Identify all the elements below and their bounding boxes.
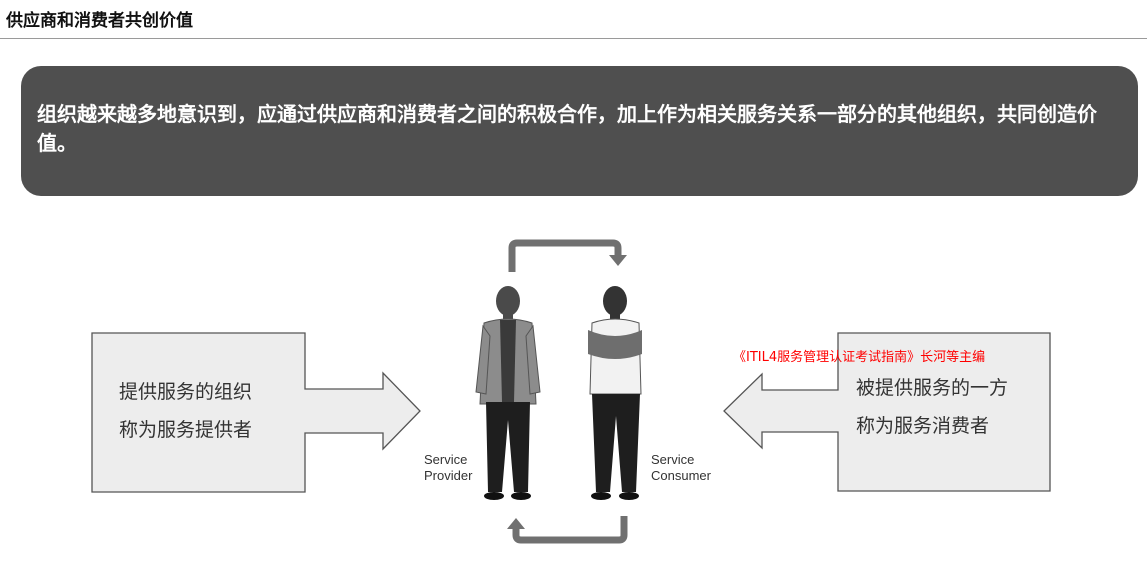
service-consumer-label-line2: Consumer: [651, 468, 711, 483]
consumer-box-line2: 称为服务消费者: [856, 415, 990, 437]
banner-text: 组织越来越多地意识到，应通过供应商和消费者之间的积极合作，加上作为相关服务关系一…: [37, 102, 1097, 155]
top-loop-arrow: [508, 239, 627, 272]
service-provider-label-line2: Provider: [424, 468, 473, 483]
consumer-box-line1: 被提供服务的一方: [856, 377, 1009, 399]
service-consumer-label: Service Consumer: [651, 452, 711, 484]
summary-banner: 组织越来越多地意识到，应通过供应商和消费者之间的积极合作，加上作为相关服务关系一…: [21, 66, 1138, 196]
service-provider-label: Service Provider: [424, 452, 472, 484]
service-provider-label-line1: Service: [424, 452, 468, 467]
provider-box-line2: 称为服务提供者: [119, 419, 253, 441]
provider-box-text: 提供服务的组织 称为服务提供者: [119, 373, 252, 449]
consumer-arrow-shape: [723, 332, 1051, 492]
title-divider: [0, 38, 1147, 39]
source-citation: 《ITIL4服务管理认证考试指南》长河等主编: [733, 350, 986, 365]
consumer-box: [723, 332, 1051, 492]
provider-box-line1: 提供服务的组织: [119, 381, 253, 403]
page-title: 供应商和消费者共创价值: [6, 11, 193, 31]
provider-box: [91, 332, 421, 493]
provider-arrow-shape: [91, 332, 421, 493]
consumer-person-figure: [588, 286, 642, 500]
bottom-loop-arrow: [507, 516, 628, 544]
service-consumer-label-line1: Service: [651, 452, 695, 467]
consumer-box-text: 被提供服务的一方 称为服务消费者: [856, 369, 1008, 445]
provider-person-figure: [475, 286, 541, 500]
